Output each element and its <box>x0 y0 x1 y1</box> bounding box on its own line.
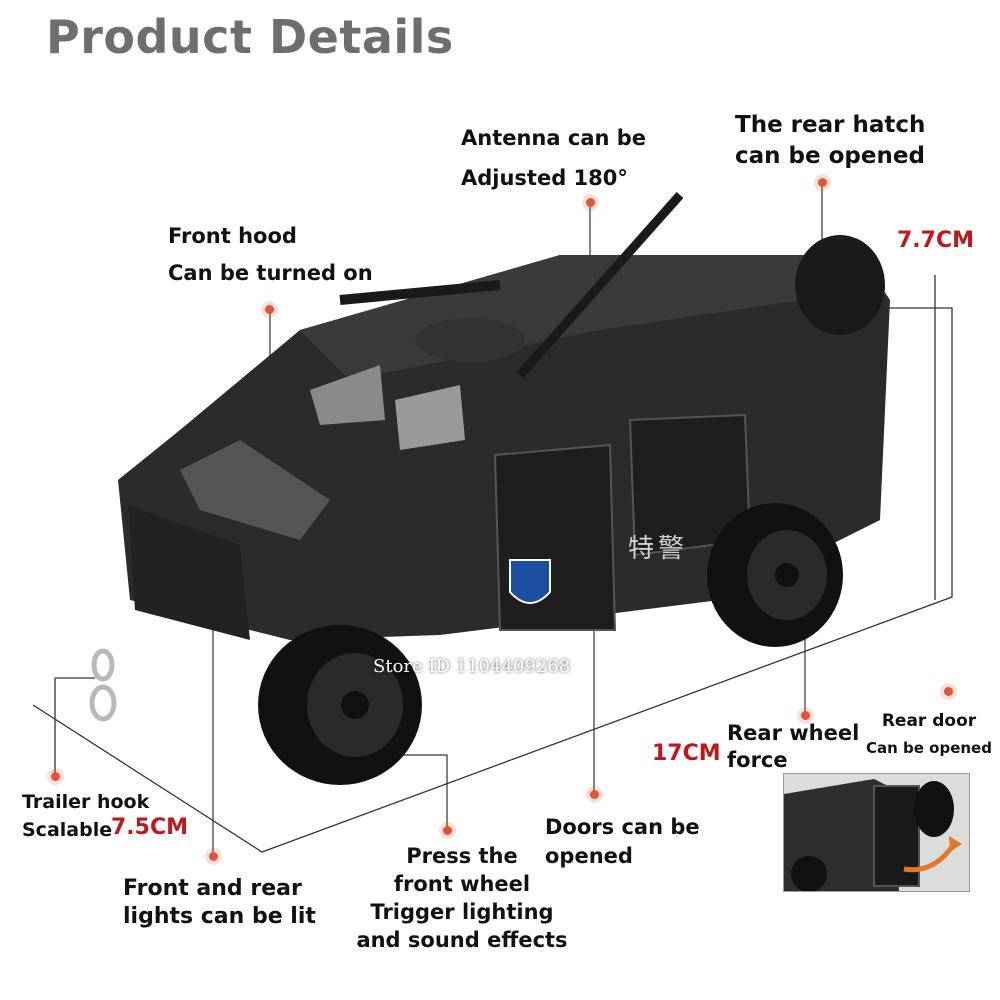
callout-dot-trailer-hook <box>51 772 60 781</box>
rear-door-inset-art <box>784 774 969 891</box>
front-wheel <box>258 625 422 785</box>
label-rear-hatch: The rear hatch can be opened <box>735 112 926 169</box>
label-rear-door: Rear door Can be opened <box>866 711 992 757</box>
store-watermark: Store ID 1104409268 <box>373 656 571 677</box>
tow-hook <box>89 648 117 722</box>
dimension-length: 17CM <box>652 741 721 766</box>
page-title: Product Details <box>46 10 454 64</box>
label-lights: Front and rear lights can be lit <box>123 876 316 929</box>
dimension-width: 7.5CM <box>111 815 189 840</box>
callout-dot-rear-hatch <box>818 178 827 187</box>
callout-dot-rear-wheel <box>801 711 810 720</box>
rear-door-inset-image <box>783 773 970 892</box>
dimension-height: 7.7CM <box>897 228 975 253</box>
dimension-lines <box>32 275 953 853</box>
label-front-hood: Front hood Can be turned on <box>168 224 373 285</box>
rear-wheel <box>707 503 843 647</box>
callout-dot-front-hood <box>265 305 274 314</box>
label-antenna: Antenna can be Adjusted 180° <box>461 126 647 190</box>
callout-dot-lights <box>209 852 218 861</box>
label-trailer-hook: Trailer hook Scalable <box>22 791 150 841</box>
label-rear-wheel: Rear wheel force <box>727 721 860 772</box>
callout-dot-antenna <box>586 198 595 207</box>
armored-vehicle <box>89 192 890 785</box>
callout-dot-rear-door <box>944 687 953 696</box>
label-doors: Doors can be opened <box>545 815 700 868</box>
door-emblem-text: 特警 <box>628 534 689 564</box>
callout-dot-doors <box>590 790 599 799</box>
callout-dot-front-wheel <box>443 826 452 835</box>
label-front-wheel: Press the front wheel Trigger lighting a… <box>356 844 568 952</box>
